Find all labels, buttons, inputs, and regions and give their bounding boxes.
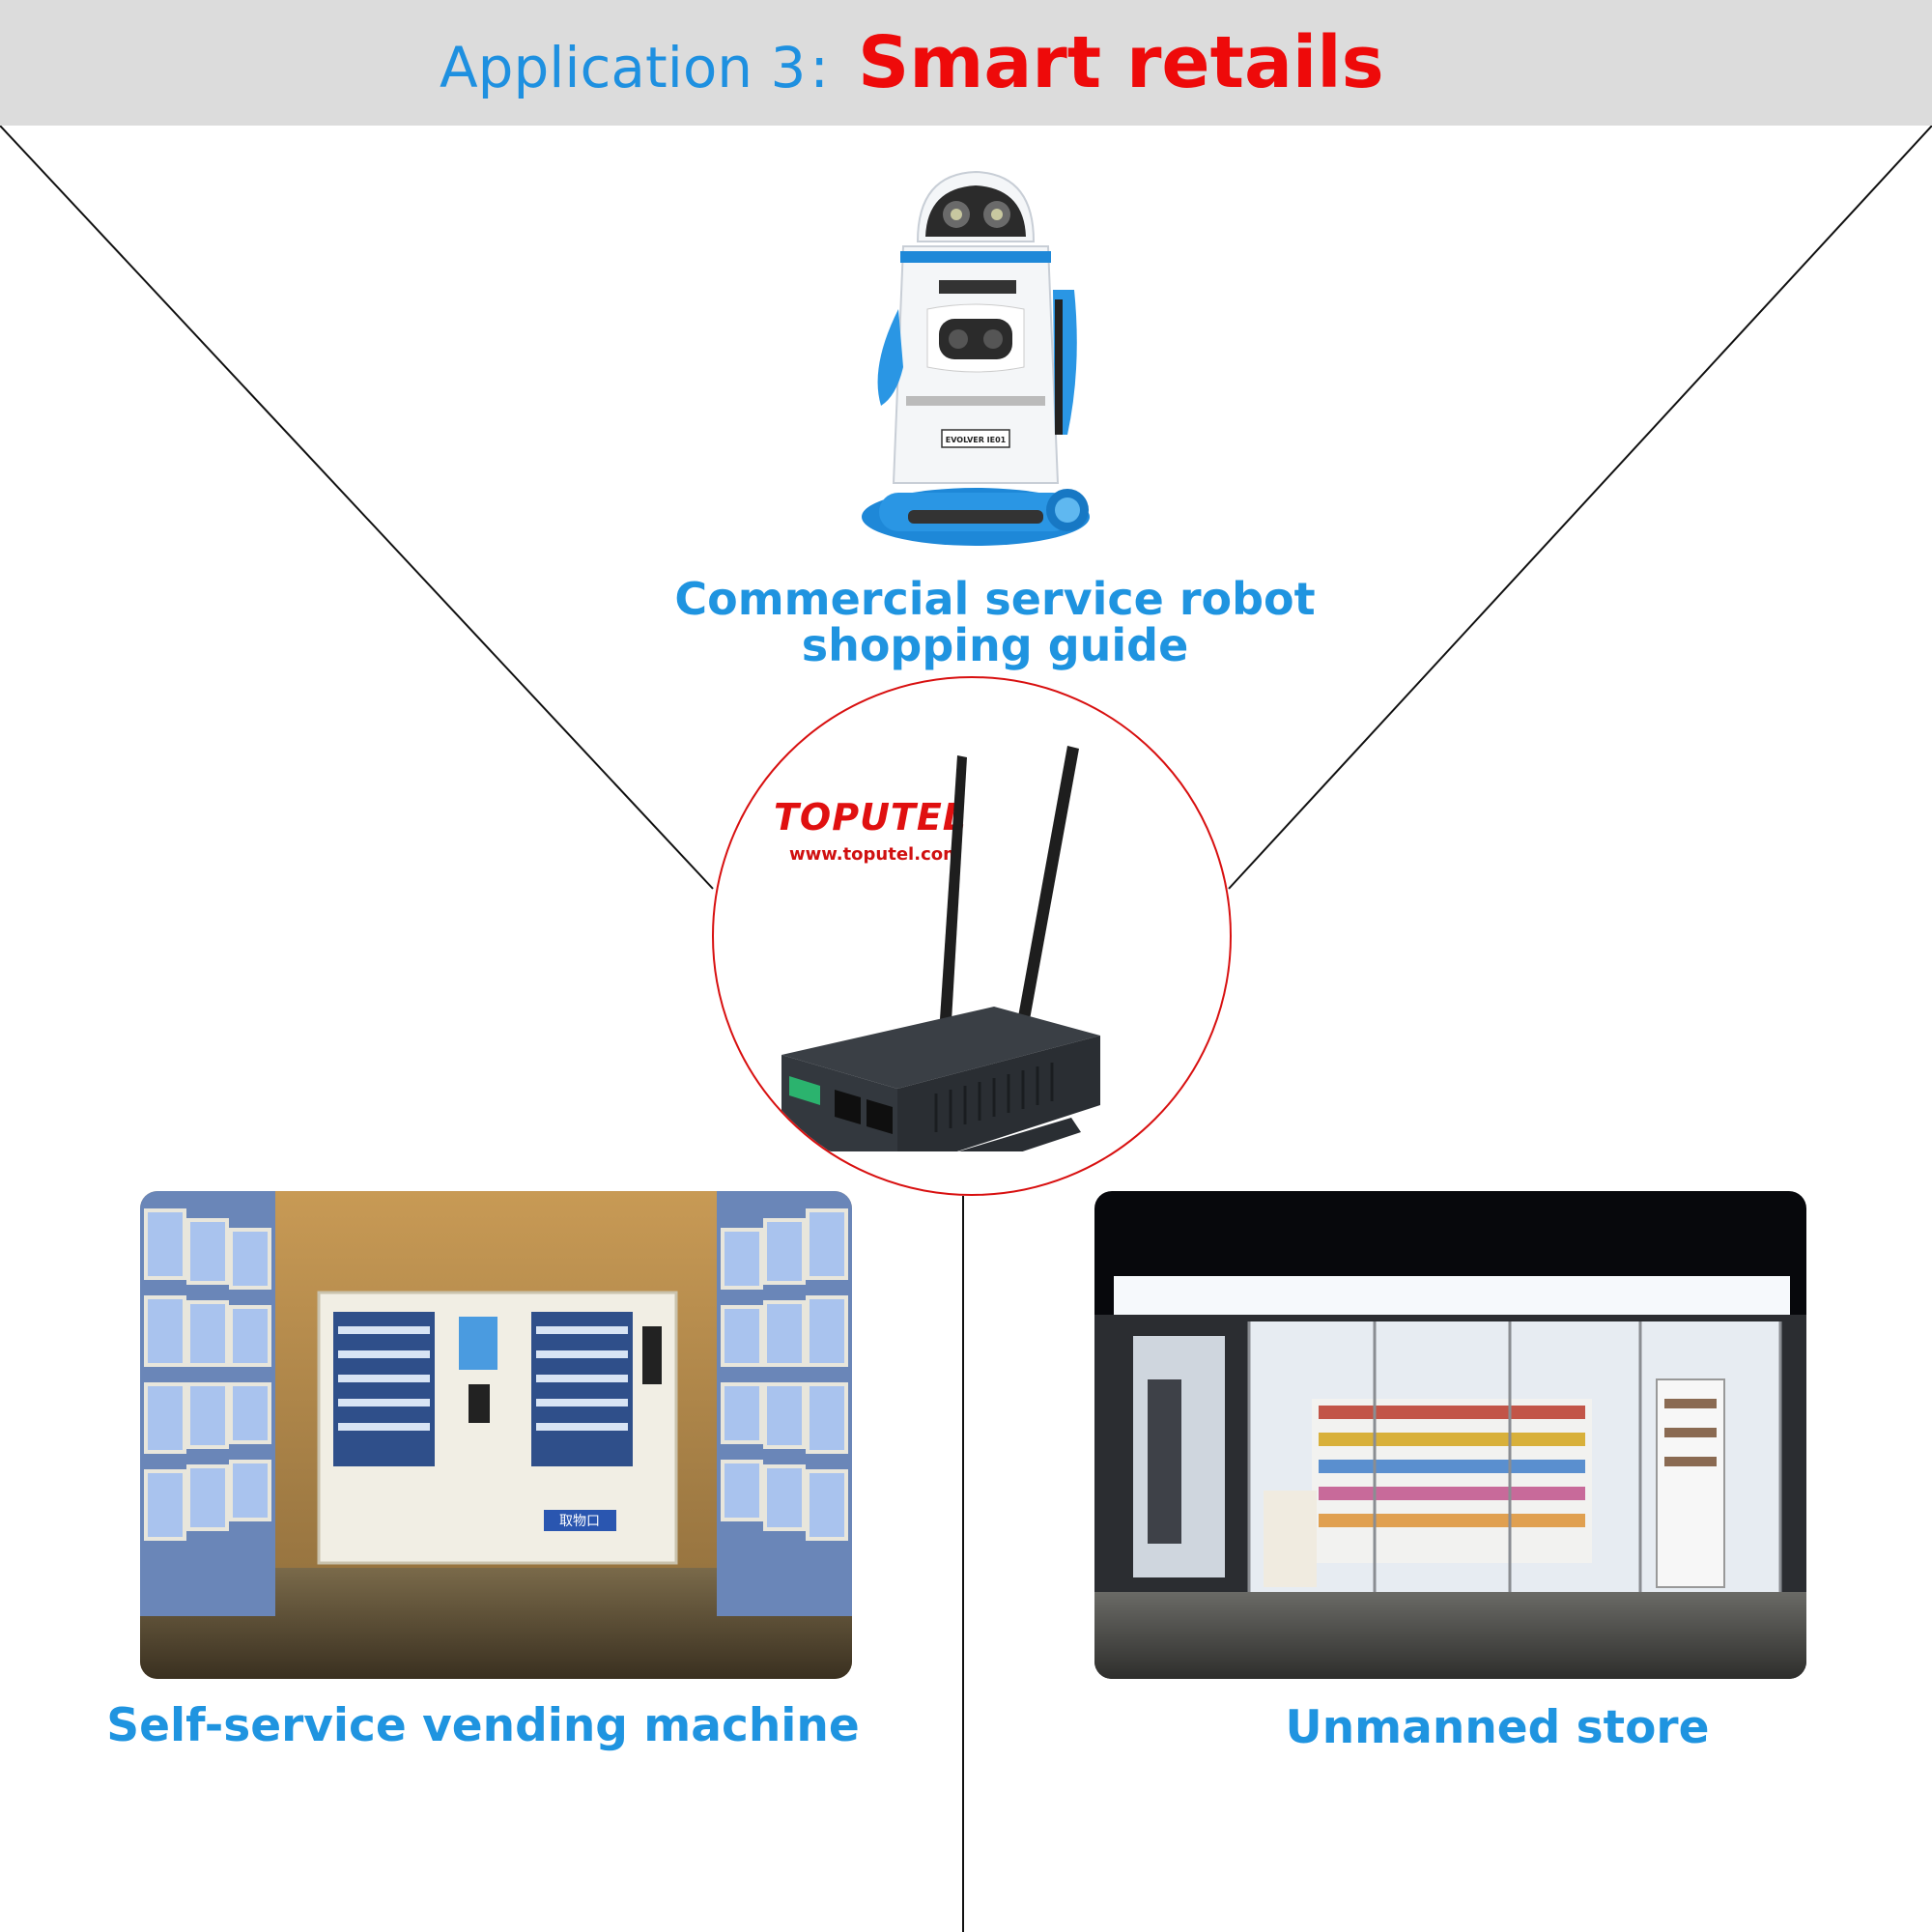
robot-badge: EVOLVER IE01 — [946, 436, 1007, 444]
vending-caption: Self-service vending machine — [106, 1699, 860, 1752]
store-caption: Unmanned store — [1285, 1701, 1710, 1754]
header-bar: Application 3 : Smart retails — [0, 0, 1932, 126]
brand-logo: TOPUTEL — [774, 796, 968, 838]
dual-antenna-router-icon — [781, 746, 1100, 1151]
router-circle: TOPUTEL www.toputel.com — [712, 676, 1232, 1196]
page-title: Application 3 : Smart retails — [440, 21, 1384, 108]
title-separator: : — [810, 35, 829, 100]
unmanned-store-photo — [1094, 1191, 1806, 1679]
service-robot-icon: EVOLVER IE01 — [862, 170, 1090, 546]
robot-caption-line2: shopping guide — [801, 619, 1189, 672]
robot-caption: Commercial service robot shopping guide — [638, 576, 1352, 669]
robot-caption-line1: Commercial service robot — [674, 573, 1316, 625]
title-prefix: Application 3 — [440, 35, 807, 100]
title-main: Smart retails — [857, 21, 1384, 104]
vending-panel-text: 取物口 — [559, 1514, 600, 1529]
vending-machine-photo: 取物口 — [140, 1191, 852, 1679]
brand-url: www.toputel.com — [789, 844, 961, 865]
